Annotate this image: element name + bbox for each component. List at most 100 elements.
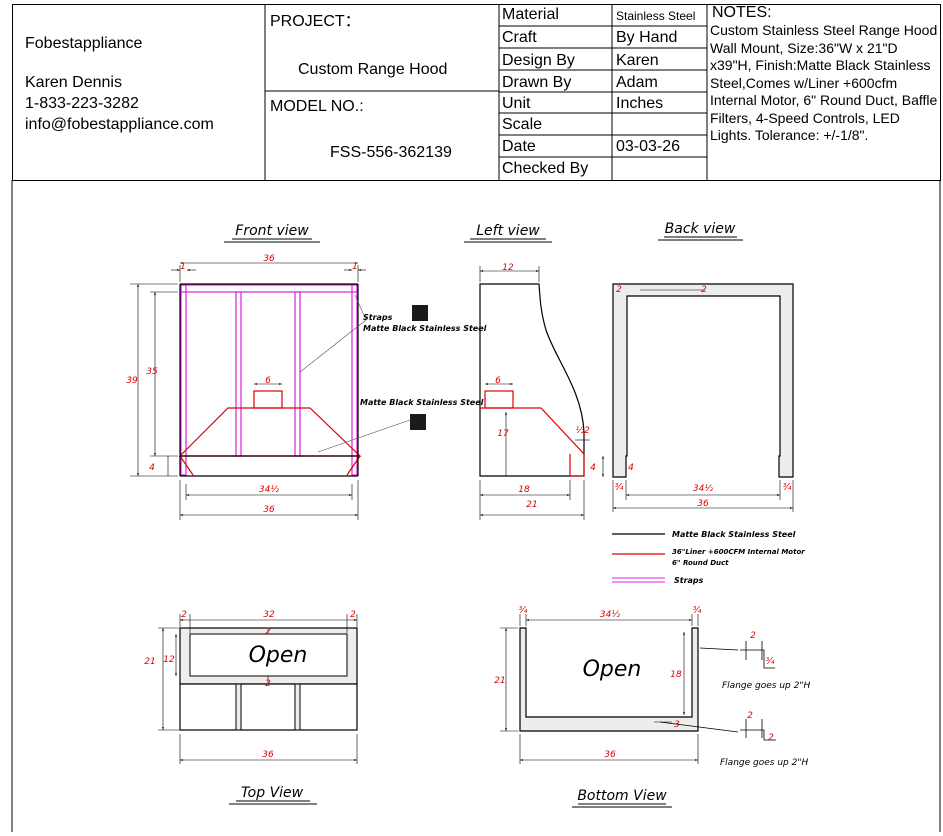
flange-detail-front xyxy=(699,641,775,669)
legend-label-red-1: 36"Liner +600CFM Internal Motor xyxy=(672,548,805,556)
front-dim-left-strap: 1 xyxy=(180,262,186,272)
left-view: Left view xyxy=(464,223,590,520)
top-lower-body xyxy=(179,683,358,731)
spec-key-checked-by: Checked By xyxy=(502,160,589,177)
bottom-dim-inner-width: 34½ xyxy=(600,610,620,620)
back-view: Back view 2 2 4 4 ¾ 34½ ¾ 36 xyxy=(590,221,794,512)
back-dim-side-wall: 2 xyxy=(616,285,622,295)
left-dim-duct: 6 xyxy=(495,376,501,386)
top-dim-width: 36 xyxy=(262,750,274,760)
bottom-dim-inner-depth: 18 xyxy=(670,670,682,680)
flange-back-dim-height: 2 xyxy=(747,711,753,721)
contact-phone: 1-833-223-3282 xyxy=(25,95,139,112)
top-dim-opening-depth: 12 xyxy=(163,655,175,665)
spec-key-design-by: Design By xyxy=(502,52,575,69)
bottom-open-label: Open xyxy=(583,657,642,682)
top-strap-2 xyxy=(294,683,301,731)
left-dimension-lines xyxy=(479,266,590,520)
bottom-dim-base: 3 xyxy=(674,720,680,730)
spec-key-drawn-by: Drawn By xyxy=(502,74,572,91)
top-dim-front-wall: 2 xyxy=(265,627,271,637)
front-view-title: Front view xyxy=(235,223,309,239)
model-label: MODEL NO.: xyxy=(270,98,364,115)
front-dim-height-total: 39 xyxy=(126,376,138,386)
front-dim-inner-width: 34½ xyxy=(259,485,279,495)
back-dim-bottom: 4 xyxy=(628,463,634,473)
top-open-label: Open xyxy=(249,643,308,668)
top-opening xyxy=(189,633,348,677)
front-dim-bottom-band: 4 xyxy=(149,463,155,473)
front-dimension-lines xyxy=(130,262,366,520)
left-dim-total-depth: 21 xyxy=(526,500,537,510)
top-dim-left-wall: 2 xyxy=(181,610,187,620)
top-dim-inner-width: 32 xyxy=(263,610,275,620)
callout-straps-material: Matte Black Stainless Steel xyxy=(363,324,487,333)
contact-name: Karen Dennis xyxy=(25,74,122,91)
bottom-dimension-lines xyxy=(500,614,699,764)
title-block-grid xyxy=(12,4,941,181)
model-value: FSS-556-362139 xyxy=(330,144,452,161)
legend-label-red-2: 6" Round Duct xyxy=(672,559,729,567)
flange-back-label: Flange goes up 2"H xyxy=(720,758,808,768)
back-outline xyxy=(612,283,794,478)
front-dim-duct: 6 xyxy=(265,376,271,386)
back-dim-inner-width: 34½ xyxy=(693,484,713,494)
left-outline xyxy=(479,283,585,477)
back-dim-top-wall: 2 xyxy=(701,285,707,295)
spec-value-design-by: Karen xyxy=(616,52,659,69)
left-dim-liner-depth: 18 xyxy=(518,485,530,495)
flange-detail-back xyxy=(659,719,776,741)
flange-front-dim-thickness: ¾ xyxy=(766,657,775,667)
bottom-dim-depth: 21 xyxy=(494,676,505,686)
top-dimension-lines xyxy=(158,614,358,764)
callout-straps: Straps xyxy=(363,313,393,322)
front-dim-height-straps: 35 xyxy=(146,367,158,377)
top-dim-depth: 21 xyxy=(144,657,155,667)
material-swatch-bottom xyxy=(410,414,426,430)
spec-value-material: Stainless Steel xyxy=(616,9,696,23)
top-view: Open 2 32 2 21 12 2 xyxy=(144,610,358,805)
top-dim-right-wall: 2 xyxy=(350,610,356,620)
back-dim-side-height: 4 xyxy=(590,463,596,473)
bottom-view-title: Bottom View xyxy=(577,788,667,804)
flange-front-label: Flange goes up 2"H xyxy=(722,681,810,691)
left-view-title: Left view xyxy=(476,223,540,239)
spec-value-drawn-by: Adam xyxy=(616,74,658,91)
callout-matte-black: Matte Black Stainless Steel xyxy=(360,398,484,407)
flange-back-dim-thickness: 2 xyxy=(768,733,774,743)
spec-key-craft: Craft xyxy=(502,29,537,46)
bottom-dim-width: 36 xyxy=(604,750,616,760)
top-dim-back-wall: 2 xyxy=(265,679,271,689)
front-view: Front view xyxy=(126,223,487,520)
notes-title: NOTES: xyxy=(712,4,772,21)
project-value: Custom Range Hood xyxy=(298,61,448,78)
front-callout-leaders xyxy=(299,294,411,453)
front-dim-right-strap: 1 xyxy=(352,262,358,272)
back-dim-left-quarter: ¾ xyxy=(615,483,624,493)
spec-key-scale: Scale xyxy=(502,116,543,133)
notes-body: Custom Stainless Steel Range Hood Wall M… xyxy=(710,22,938,143)
spec-value-date: 03-03-26 xyxy=(616,138,681,155)
spec-key-date: Date xyxy=(502,138,536,155)
front-dim-width-top: 36 xyxy=(263,254,275,264)
back-dimension-lines xyxy=(602,289,794,512)
bottom-dim-left-quarter: ¾ xyxy=(519,606,528,616)
left-liner xyxy=(480,390,585,477)
top-strap-1 xyxy=(235,683,242,731)
spec-key-material: Material xyxy=(502,6,559,23)
front-liner xyxy=(178,390,362,476)
left-dim-half: ½ xyxy=(576,426,585,436)
front-dim-outer-width: 36 xyxy=(263,505,275,515)
bottom-tray xyxy=(519,627,699,732)
top-view-title: Top View xyxy=(241,785,304,801)
contact-email: info@fobestappliance.com xyxy=(25,116,214,133)
bottom-dim-right-quarter: ¾ xyxy=(693,606,702,616)
bottom-view: Open ¾ 34½ ¾ 21 18 3 36 xyxy=(494,606,810,808)
left-dim-top-depth: 12 xyxy=(502,263,514,273)
flange-front-dim-height: 2 xyxy=(750,631,756,641)
back-view-title: Back view xyxy=(665,221,736,237)
back-dim-right-quarter: ¾ xyxy=(783,483,792,493)
spec-value-craft: By Hand xyxy=(616,29,678,46)
